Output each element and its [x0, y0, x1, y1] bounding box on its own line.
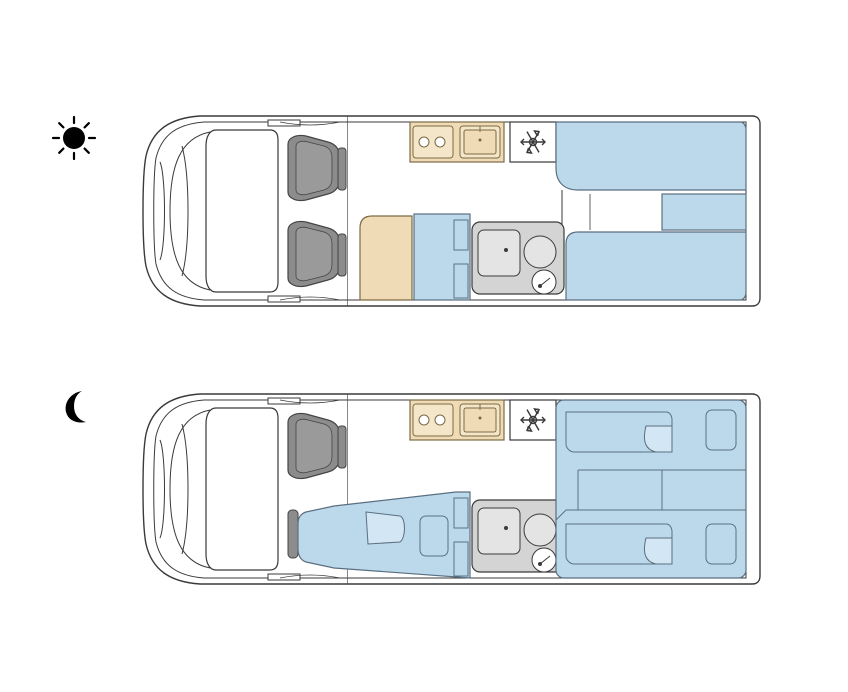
van-day [142, 115, 761, 307]
kitchen [409, 121, 505, 163]
rear-bed-blanket-top [565, 411, 673, 453]
rear-bed-pillow-top [705, 409, 737, 451]
rear-bed-pillow-bottom [705, 523, 737, 565]
moon-icon [65, 391, 86, 423]
rear-lounge-bottom [565, 231, 747, 301]
sun-icon [51, 115, 97, 161]
bathroom [471, 499, 565, 573]
fridge [509, 399, 557, 441]
rear-lounge-top [555, 121, 747, 191]
rear-bed-blanket-bottom [565, 523, 673, 565]
day-layout [51, 115, 761, 307]
van-night [142, 393, 761, 585]
bathroom [471, 221, 565, 295]
kitchen [409, 399, 505, 441]
night-layout [65, 391, 761, 585]
front-bed-pillow [419, 515, 449, 557]
rear-seat-cushion [661, 193, 747, 231]
fridge [509, 121, 557, 163]
dinette-table [359, 215, 413, 301]
